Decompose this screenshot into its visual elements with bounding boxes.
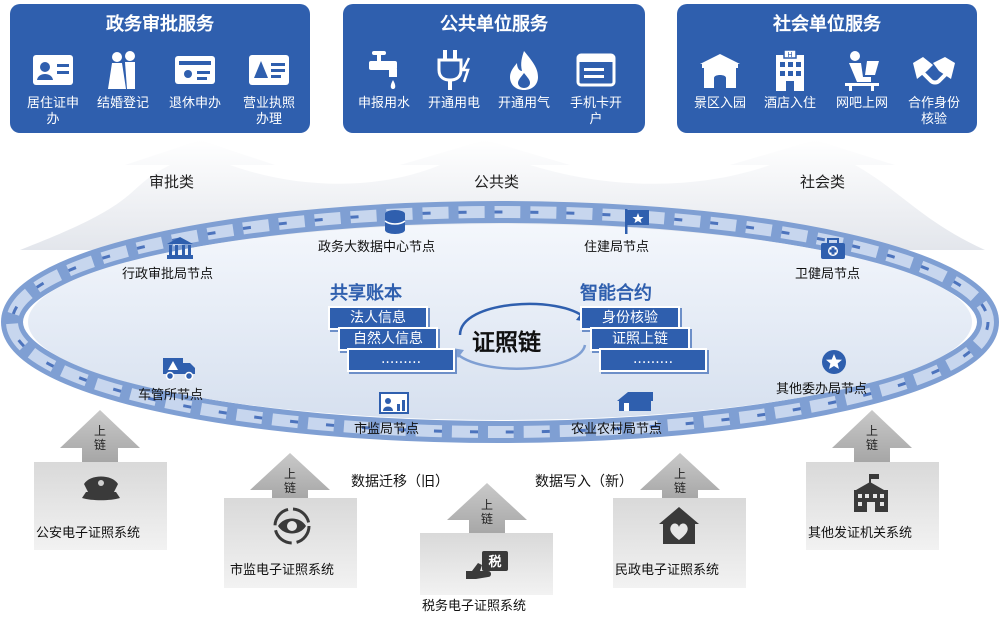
node-health: 卫健局节点 <box>795 267 861 282</box>
service-label: 手机卡开户 <box>569 96 622 127</box>
system-box-civil <box>613 498 746 588</box>
service-item[interactable]: 手机卡开户 <box>565 48 627 128</box>
contract-item: 身份核验 <box>580 306 680 330</box>
migration-new-label: 数据写入（新） <box>535 474 633 490</box>
migration-old-label: 数据迁移（旧） <box>351 474 449 490</box>
plug-icon <box>437 50 471 90</box>
government-building-icon <box>167 237 193 259</box>
category-approval: 审批类 <box>149 173 195 191</box>
upload-label: 上链 <box>283 467 296 495</box>
medical-kit-icon <box>821 238 845 259</box>
database-icon <box>384 210 406 234</box>
category-social: 社会类 <box>800 173 846 191</box>
service-label: 居住证申办 <box>26 96 79 127</box>
panel-social: 社会单位服务 景区入园 H 酒店入住 网吧上网 合作身份核验 <box>677 4 977 133</box>
panel-title: 政务审批服务 <box>106 14 214 35</box>
farm-house-icon <box>617 392 653 411</box>
upload-label: 上链 <box>673 467 686 495</box>
node-other: 其他委办局节点 <box>776 382 868 397</box>
ledger-item: 自然人信息 <box>338 327 438 351</box>
service-item[interactable]: 开通用电 <box>423 48 485 112</box>
system-label: 市监电子证照系统 <box>230 563 335 578</box>
panel-approval: 政务审批服务 居住证申办 结婚登记 退休申办 营业执照办理 <box>10 4 310 133</box>
system-box-market <box>224 498 357 588</box>
system-box-other <box>806 462 939 550</box>
system-label: 公安电子证照系统 <box>36 526 141 541</box>
panel-title: 公共单位服务 <box>440 14 548 35</box>
system-box-police <box>34 462 167 550</box>
gate-icon <box>700 54 740 88</box>
chain-title: 证照链 <box>472 330 541 356</box>
home-heart-icon <box>659 507 699 544</box>
service-item[interactable]: 申报用水 <box>353 48 415 112</box>
service-label: 结婚登记 <box>96 96 149 111</box>
tax-icon: 税 <box>466 551 508 579</box>
hotel-icon: H <box>776 49 804 91</box>
service-label: 申报用水 <box>357 96 410 111</box>
node-vehicle: 车管所节点 <box>138 388 204 403</box>
id-card-icon <box>33 55 73 85</box>
service-item[interactable]: 居住证申办 <box>22 48 84 128</box>
smart-contract-title: 智能合约 <box>580 283 652 304</box>
service-item[interactable]: H 酒店入住 <box>759 48 821 112</box>
office-building-icon <box>854 474 888 512</box>
service-item[interactable]: 合作身份核验 <box>903 48 965 128</box>
system-label: 其他发证机关系统 <box>808 526 913 541</box>
svg-text:H: H <box>787 51 792 59</box>
chain-disk <box>28 224 972 420</box>
panel-public: 公共单位服务 申报用水 开通用电 开通用气 手机卡开户 <box>343 4 645 133</box>
upload-label: 上链 <box>480 498 493 526</box>
node-housing: 住建局节点 <box>584 240 650 255</box>
node-market: 市监局节点 <box>354 422 420 437</box>
badge-star-icon <box>822 350 846 374</box>
retire-card-icon <box>175 56 215 84</box>
eye-icon <box>273 507 311 545</box>
service-item[interactable]: 退休申办 <box>164 48 226 112</box>
service-label: 景区入园 <box>693 96 746 111</box>
service-item[interactable]: 开通用气 <box>493 48 555 112</box>
category-public: 公共类 <box>474 173 520 191</box>
service-label: 退休申办 <box>168 96 221 111</box>
service-label: 合作身份核验 <box>907 96 960 127</box>
handshake-icon <box>913 57 955 85</box>
service-label: 开通用电 <box>427 96 480 111</box>
tax-badge-text: 税 <box>488 554 501 570</box>
contract-item: ......... <box>599 348 707 372</box>
upload-label: 上链 <box>93 424 106 452</box>
node-admin: 行政审批局节点 <box>122 267 214 282</box>
system-label: 民政电子证照系统 <box>615 563 720 578</box>
wedding-icon <box>108 51 135 89</box>
service-item[interactable]: 结婚登记 <box>92 48 154 112</box>
service-item[interactable]: 景区入园 <box>689 48 751 112</box>
internet-cafe-icon <box>845 51 879 91</box>
police-cap-icon <box>82 476 120 501</box>
presentation-board-icon <box>379 392 409 414</box>
service-label: 网吧上网 <box>835 96 888 111</box>
service-label: 开通用气 <box>497 96 550 111</box>
truck-icon <box>163 358 195 380</box>
system-box-tax: 税 <box>420 533 553 595</box>
service-label: 酒店入住 <box>763 96 816 111</box>
faucet-icon <box>369 51 397 89</box>
service-label: 营业执照办理 <box>242 96 295 127</box>
flame-icon <box>510 51 538 90</box>
panel-title: 社会单位服务 <box>773 14 881 35</box>
node-bigdata: 政务大数据中心节点 <box>318 240 436 255</box>
upload-arrows <box>60 410 912 535</box>
business-license-icon <box>249 55 289 85</box>
sim-card-icon <box>576 53 616 87</box>
upload-label: 上链 <box>865 424 878 452</box>
service-item[interactable]: 网吧上网 <box>831 48 893 112</box>
ledger-item: ......... <box>347 348 455 372</box>
shared-ledger-title: 共享账本 <box>330 283 402 304</box>
flag-icon <box>625 209 649 234</box>
system-label: 税务电子证照系统 <box>422 599 527 614</box>
node-agri: 农业农村局节点 <box>571 422 663 437</box>
service-item[interactable]: 营业执照办理 <box>238 48 300 128</box>
